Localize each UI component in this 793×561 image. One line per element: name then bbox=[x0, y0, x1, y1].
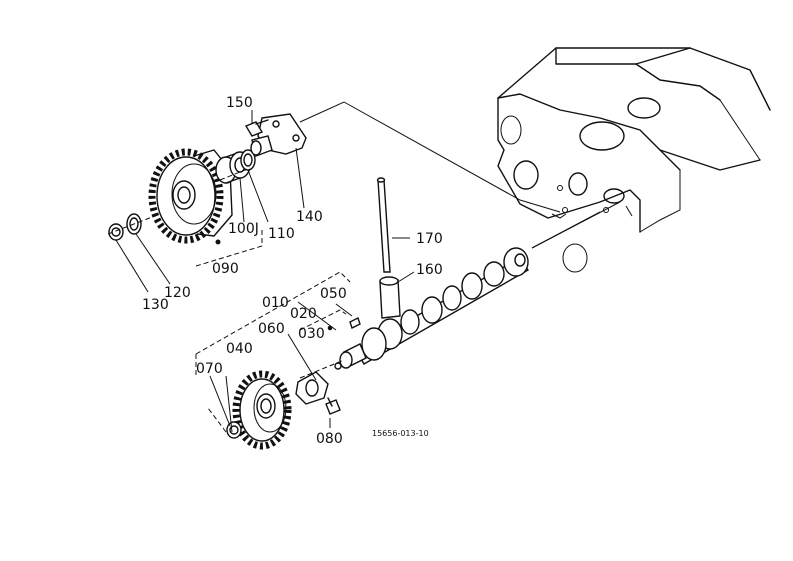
axis-line bbox=[107, 213, 161, 235]
part-label: 130 bbox=[142, 297, 169, 313]
thrust-washer bbox=[240, 149, 256, 171]
leader-line bbox=[299, 101, 561, 213]
part-label: 160 bbox=[416, 262, 443, 278]
group-bracket-010 bbox=[195, 271, 351, 355]
spacer bbox=[334, 362, 342, 370]
part-label: 040 bbox=[226, 341, 253, 357]
washer-070 bbox=[226, 421, 242, 439]
push-rod bbox=[376, 177, 391, 273]
drawing-code: 15656-013-10 bbox=[372, 429, 429, 438]
part-label: 020 bbox=[290, 306, 317, 322]
camshaft bbox=[339, 247, 529, 369]
part-label: 070 bbox=[196, 361, 223, 377]
part-label: 110 bbox=[268, 226, 295, 242]
key bbox=[349, 317, 361, 329]
lock-bolt bbox=[325, 397, 341, 415]
part-label: 080 bbox=[316, 431, 343, 447]
engine-block bbox=[497, 47, 771, 273]
part-label: 030 bbox=[298, 326, 325, 342]
bolt bbox=[244, 119, 269, 137]
part-label: 170 bbox=[416, 231, 443, 247]
part-label: 060 bbox=[258, 321, 285, 337]
axis-line bbox=[531, 201, 621, 249]
part-label: 090 bbox=[212, 261, 239, 277]
cam-gear bbox=[232, 370, 292, 450]
part-label: 150 bbox=[226, 95, 253, 111]
thrust-plate bbox=[295, 371, 329, 405]
group-bracket-040 bbox=[195, 354, 227, 433]
part-label: 120 bbox=[164, 285, 191, 301]
tappet bbox=[379, 276, 401, 319]
axis-line bbox=[219, 167, 251, 181]
leader-lines bbox=[115, 110, 415, 433]
part-label: 140 bbox=[296, 209, 323, 225]
part-label: 010 bbox=[262, 295, 289, 311]
circlip-130 bbox=[108, 223, 124, 241]
group-bracket-020 bbox=[299, 309, 347, 331]
part-label: 100J bbox=[228, 221, 259, 237]
part-label: 050 bbox=[320, 286, 347, 302]
idler-gear bbox=[148, 148, 233, 244]
group-bracket-090 bbox=[195, 228, 263, 267]
idler-shaft-bracket bbox=[250, 113, 307, 157]
pin bbox=[215, 239, 221, 245]
